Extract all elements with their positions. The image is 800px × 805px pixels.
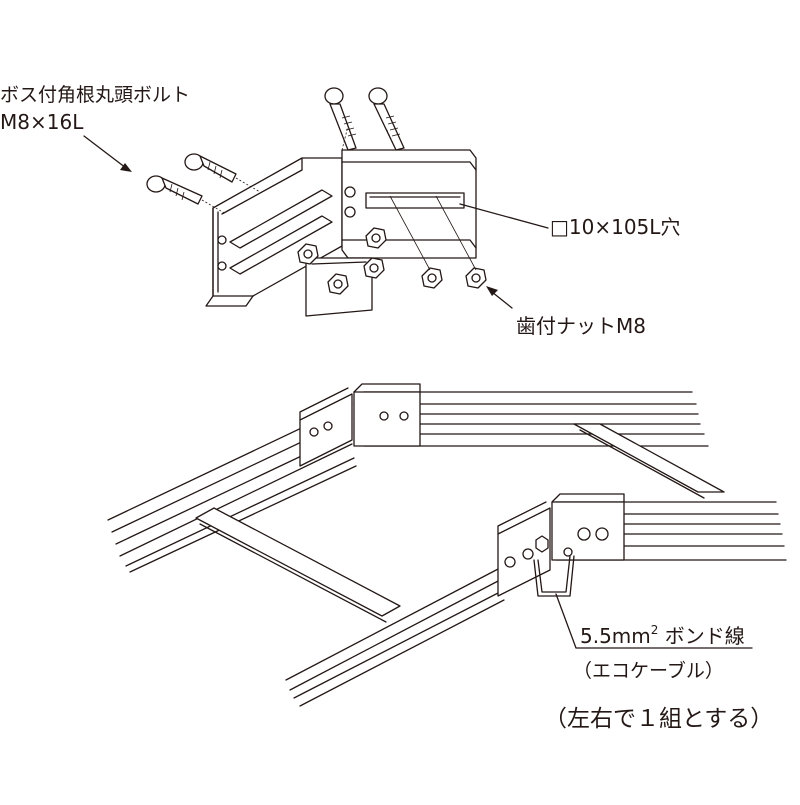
nut-icon (297, 243, 319, 265)
bolt-icon (368, 87, 405, 151)
hole-leader (459, 203, 549, 229)
bond-wire-label: 5.5mm2 ボンド線 (580, 624, 745, 646)
nut-label: 歯付ナットM8 (516, 314, 646, 338)
bolt-icon (146, 175, 203, 205)
bolt-leader (83, 135, 127, 169)
bond-wire-size: 5.5mm (580, 624, 651, 648)
bolt-spec-label: M8×16L (0, 110, 84, 134)
nut-icon (327, 273, 349, 295)
eco-cable-label: （エコケーブル） (573, 660, 724, 682)
set-note-label: （左右で１組とする） (544, 706, 774, 732)
right-connector-plate (341, 149, 477, 259)
bolt-icon (324, 87, 357, 151)
bolt-name-label: ボス付角根丸頭ボルト (0, 84, 191, 106)
bond-wire-name: ボンド線 (664, 624, 745, 648)
lower-joint-connector (497, 493, 625, 597)
bolt-icon (184, 153, 237, 183)
nut-leader (491, 291, 513, 309)
rung-upper (573, 423, 725, 499)
nut-icon (421, 267, 443, 289)
lower-left-rail (285, 567, 505, 707)
bond-leader (555, 593, 753, 649)
upper-joint-connector (299, 383, 421, 467)
bond-wire (533, 555, 575, 597)
rung-middle (195, 507, 401, 623)
hole-label: □10×105L穴 (550, 215, 681, 239)
nut-icon (363, 257, 385, 279)
exploded-joint-detail (83, 87, 549, 317)
slot-hole (365, 192, 465, 209)
bond-wire-superscript: 2 (650, 623, 659, 637)
assembled-ladder-tray (107, 383, 787, 707)
nut-icon (365, 227, 387, 249)
nut-icon (465, 267, 487, 289)
